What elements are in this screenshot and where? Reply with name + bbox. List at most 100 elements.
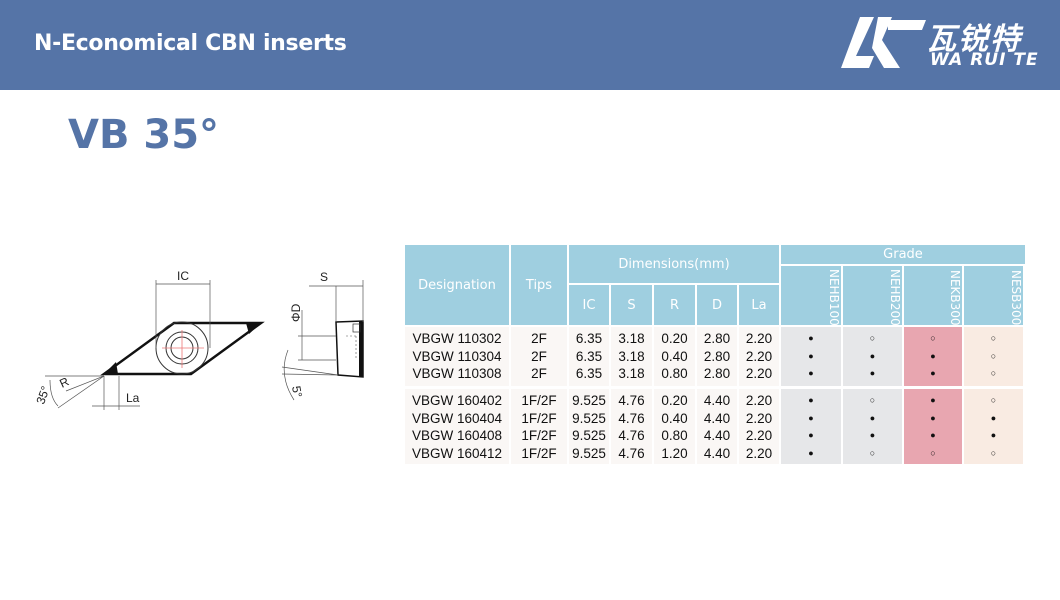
grade-mark: ● [869,430,876,440]
table-cell: 2.20 [745,393,773,408]
grade-mark: ○ [990,368,997,378]
grade-mark: ● [808,350,814,361]
table-cell-bg [843,389,902,464]
table-cell: 2.20 [745,445,773,461]
grade-mark: ○ [930,333,936,343]
table-cell: 2.80 [703,348,731,364]
grade-mark: ● [808,447,814,458]
grade-mark: ● [869,412,876,423]
label-s: S [320,270,328,284]
table-cell: VBGW 110304 [412,348,502,364]
label-r: R [57,374,71,390]
header-dimensions: Dimensions(mm) [569,245,779,283]
header-grade-nehb200: NEHB200 [843,266,902,326]
table-cell: VBGW 160408 [411,428,503,443]
table-cell: 4.76 [618,410,645,426]
table-cell: 0.80 [661,428,688,443]
table-cell: VBGW 160404 [411,410,503,426]
logo-mark-icon [841,17,926,68]
table-cell-bg [781,327,841,386]
insert-diagram: IC R 35° La S ΦD 5° [33,269,364,410]
table-cell: 2.20 [745,366,773,381]
label-la: La [126,391,140,405]
logo-english: WA RUI TE [930,50,1039,70]
grade-mark: ● [869,350,876,361]
table-cell: 6.35 [575,331,603,346]
grade-mark: ● [990,412,997,423]
header-banner: N-Economical CBN inserts 瓦锐特 WA RUI TE [0,0,1060,90]
header-grade-nesb300: NESB300 [964,266,1023,325]
table-cell: 3.18 [618,366,645,381]
grade-mark: ○ [990,333,997,343]
grade-mark: ● [808,368,814,378]
grade-mark: ○ [869,395,876,405]
table-cell: 1F/2F [521,428,557,443]
table-cell: VBGW 110302 [412,331,502,346]
table-cell-bg [405,389,509,464]
header-dim-d: D [697,285,737,325]
table-cell-bg [964,327,1023,386]
table-cell-bg [739,389,779,464]
table-cell: 0.20 [661,393,688,408]
table-cell-bg [964,389,1023,464]
table-cell: 2F [531,366,547,381]
table-cell: VBGW 160412 [411,445,503,461]
header-dim-la: La [739,285,779,325]
table-cell: 9.525 [572,410,606,426]
table-cell: 1F/2F [521,393,557,408]
label-phi-d: ΦD [289,303,303,322]
table-cell: 0.40 [661,348,688,364]
grade-mark: ● [930,368,936,378]
table-cell: 6.35 [575,366,603,381]
grade-mark: ● [930,430,936,440]
table-cell: 2.20 [745,428,773,443]
table-cell: 4.40 [703,445,731,461]
table-cell-bg [843,327,902,386]
table-cell: 4.76 [618,428,645,443]
table-cell: VBGW 160402 [411,393,503,408]
grade-mark: ● [930,412,936,423]
grade-mark: ● [808,395,814,405]
table-cell: 2.20 [745,331,773,346]
grade-mark: ○ [990,447,997,458]
table-cell-bg [781,389,841,464]
table-cell-bg [569,327,609,386]
table-cell-bg [904,327,962,386]
grade-mark: ○ [990,395,997,405]
table-cell-bg [739,327,779,386]
table-cell-bg [697,327,737,386]
table-cell: 4.76 [618,393,645,408]
table-cell-bg [611,327,652,386]
table-cell: 2F [531,331,547,346]
grade-mark: ● [808,412,814,423]
page-title: N-Economical CBN inserts [34,31,347,56]
grade-mark: ● [930,350,936,361]
table-cell: 0.40 [661,410,688,426]
grade-mark: ○ [990,350,997,361]
table-cell-bg [569,389,609,464]
grade-mark: ● [808,333,814,343]
table-cell: 2.20 [745,410,773,426]
label-35-degrees: 35° [33,384,52,406]
grade-mark: ● [990,430,997,440]
header-tips: Tips [511,245,567,325]
table-cell: 4.40 [703,410,731,426]
logo-chinese: 瓦锐特 [926,22,1022,57]
table-cell: 0.20 [661,331,688,346]
grade-mark: ○ [869,447,876,458]
header-dim-r: R [654,285,695,325]
header-grade: Grade [781,245,1025,264]
table-cell: 4.40 [703,393,731,408]
table-cell: 0.80 [661,366,688,381]
table-cell: 9.525 [572,428,606,443]
table-cell: 3.18 [618,348,645,364]
table-cell: 2.80 [703,331,731,346]
label-ic: IC [177,269,189,283]
table-cell: 4.40 [703,428,731,443]
grade-mark: ● [808,430,814,440]
table-cell: 4.76 [618,445,645,461]
company-logo: 瓦锐特 WA RUI TE [838,12,1048,74]
table-cell: 2.80 [703,366,731,381]
table-cell-bg [511,327,567,386]
table-cell: 9.525 [572,393,606,408]
